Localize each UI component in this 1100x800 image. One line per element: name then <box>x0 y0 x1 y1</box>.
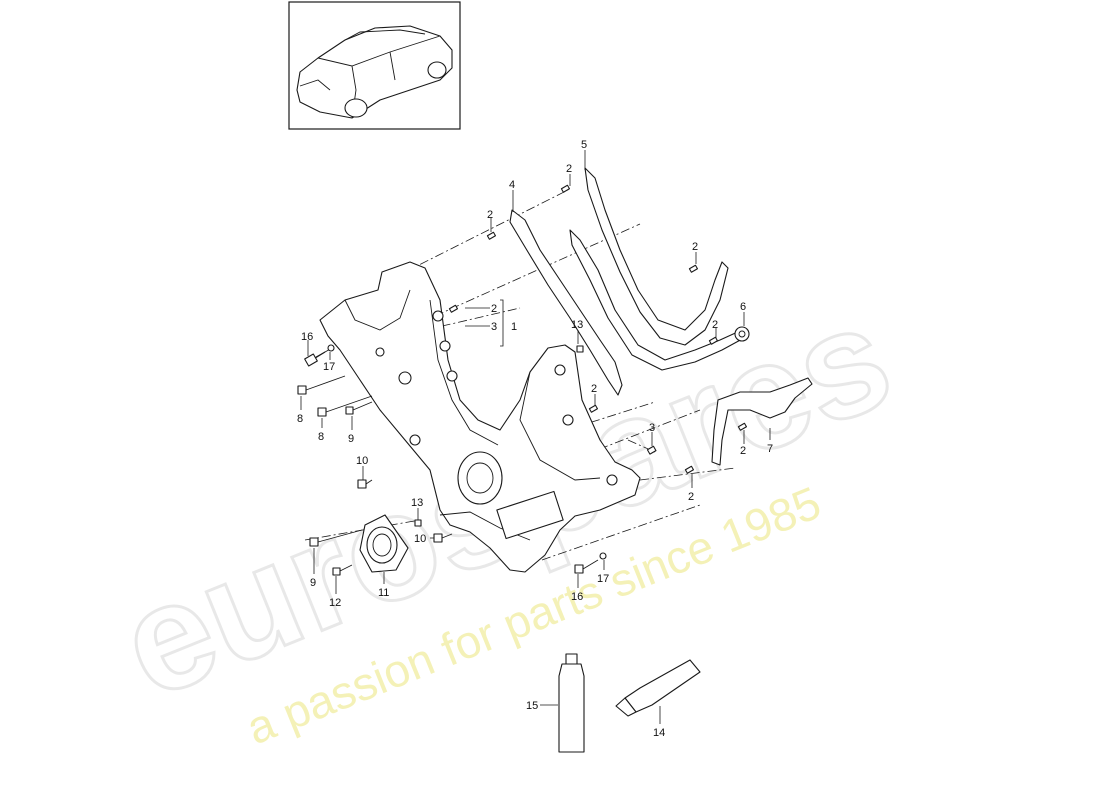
callout-3: 3 <box>649 422 655 434</box>
bolt-12 <box>332 564 353 576</box>
gasket-4 <box>509 209 623 396</box>
callout-2: 2 <box>487 209 493 221</box>
callout-11: 11 <box>378 587 389 599</box>
bolt-9-b <box>309 529 363 547</box>
dowel-pins <box>448 184 748 474</box>
leader-lines <box>300 150 771 724</box>
car-suv-icon <box>296 25 453 119</box>
seal-6 <box>734 326 750 342</box>
callout-17: 17 <box>323 361 335 373</box>
callout-8: 8 <box>297 413 303 425</box>
callout-5: 5 <box>581 139 587 151</box>
callout-8: 8 <box>318 431 324 443</box>
callout-1: 1 <box>511 321 517 333</box>
timing-cover <box>319 261 641 573</box>
callout-2: 2 <box>591 383 597 395</box>
shaft-seal-11 <box>359 514 409 573</box>
plug-13-a <box>414 519 422 527</box>
callout-13: 13 <box>411 497 423 509</box>
callouts: 1 2 2 2 2 2 2 2 2 3 3 4 5 6 7 8 8 9 9 10… <box>297 139 773 739</box>
callout-16: 16 <box>571 591 583 603</box>
pin-3 <box>646 445 657 455</box>
callout-17: 17 <box>597 573 609 585</box>
callout-9: 9 <box>348 433 354 445</box>
callout-2: 2 <box>566 163 572 175</box>
callout-9: 9 <box>310 577 316 589</box>
spray-can-15 <box>558 653 585 753</box>
bolt-10-a <box>357 479 373 489</box>
bolt-9-a <box>345 401 373 415</box>
callout-7: 7 <box>767 443 773 455</box>
vehicle-thumbnail <box>288 1 461 130</box>
callout-13: 13 <box>571 319 583 331</box>
washer-17-top <box>327 344 335 352</box>
callout-2: 2 <box>688 491 694 503</box>
bolt-8-a <box>297 375 346 395</box>
callout-10: 10 <box>356 455 368 467</box>
gasket-5 <box>584 167 729 346</box>
callout-2: 2 <box>712 319 718 331</box>
bolts <box>297 344 607 576</box>
callout-2: 2 <box>740 445 746 457</box>
callout-16: 16 <box>301 331 313 343</box>
plug-13-b <box>576 345 584 353</box>
callout-2: 2 <box>692 241 698 253</box>
callout-4: 4 <box>509 179 515 191</box>
bolt-16-bottom <box>574 559 599 574</box>
bracket-7 <box>711 377 813 466</box>
callout-15: 15 <box>526 700 538 712</box>
callout-2: 2 <box>491 303 497 315</box>
sealant-tube-14 <box>615 659 701 717</box>
callout-10: 10 <box>414 533 426 545</box>
callout-6: 6 <box>740 301 746 313</box>
callout-3: 3 <box>491 321 497 333</box>
washer-17-bottom <box>599 552 607 560</box>
callout-14: 14 <box>653 727 665 739</box>
bolt-8-b <box>317 395 373 417</box>
callout-12: 12 <box>329 597 341 609</box>
bolt-16-top <box>304 346 335 367</box>
